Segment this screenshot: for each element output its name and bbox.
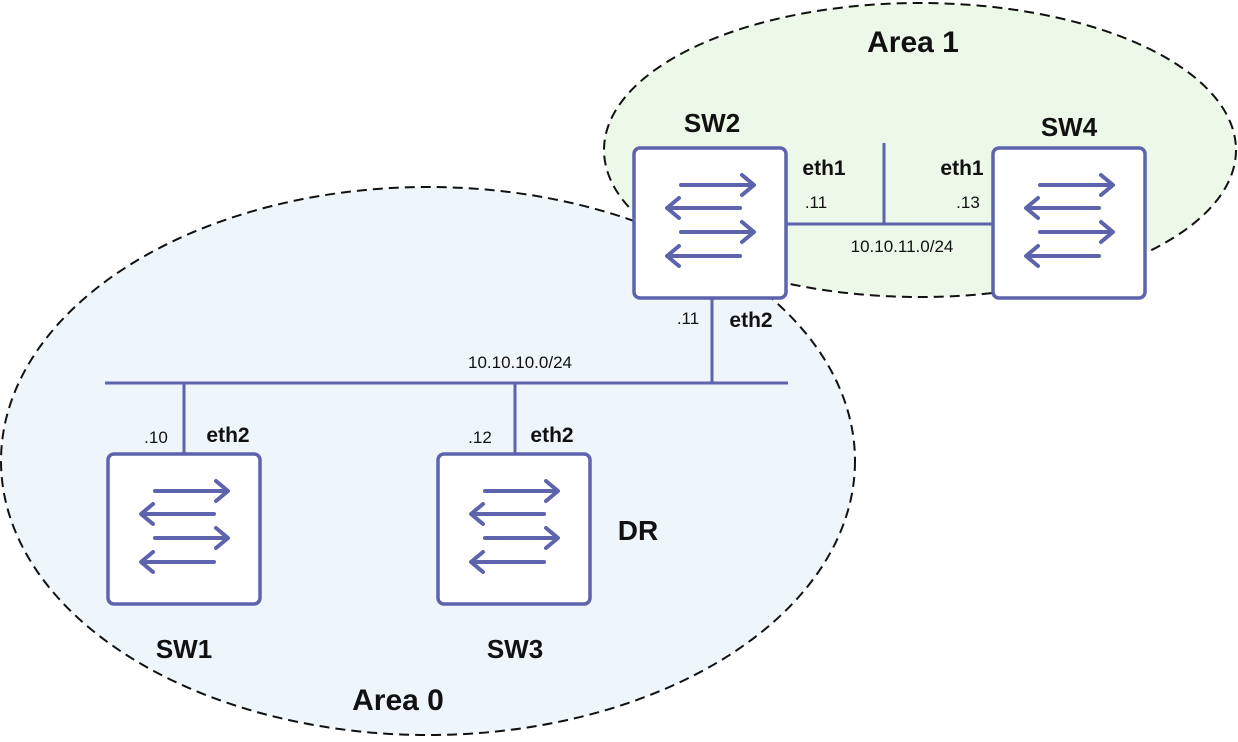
switch-sw4[interactable] [991, 146, 1147, 300]
sw3-role-dr: DR [618, 515, 658, 546]
switch-arrows-icon [436, 452, 592, 606]
area-1-segment [786, 143, 993, 226]
sw2-eth2-name: eth2 [729, 309, 772, 332]
switch-arrows-icon [991, 146, 1147, 300]
switch-sw3[interactable] [436, 452, 592, 606]
sw2-eth1-addr: .11 [805, 193, 827, 212]
sw2-eth2-addr: .11 [677, 309, 699, 328]
sw2-name: SW2 [684, 108, 740, 138]
sw1-name: SW1 [156, 634, 212, 664]
sw4-eth1-addr: .13 [956, 193, 980, 212]
area-0-label: Area 0 [352, 684, 444, 717]
network-area-0: 10.10.10.0/24 [468, 353, 572, 372]
sw4-name: SW4 [1041, 112, 1098, 142]
sw3-eth2-name: eth2 [530, 424, 573, 447]
area-1-label: Area 1 [867, 26, 959, 59]
sw1-eth2-name: eth2 [206, 424, 249, 447]
sw4-eth1-name: eth1 [940, 157, 984, 180]
area-0-segment [105, 298, 788, 455]
switch-sw1[interactable] [106, 452, 262, 606]
switch-arrows-icon [106, 452, 262, 606]
sw3-name: SW3 [487, 634, 543, 664]
sw3-eth2-addr: .12 [468, 428, 492, 447]
network-area-1: 10.10.11.0/24 [851, 237, 954, 256]
switch-sw2[interactable] [632, 146, 788, 300]
sw2-eth1-name: eth1 [802, 157, 846, 180]
switch-arrows-icon [632, 146, 788, 300]
sw1-eth2-addr: .10 [144, 428, 168, 447]
